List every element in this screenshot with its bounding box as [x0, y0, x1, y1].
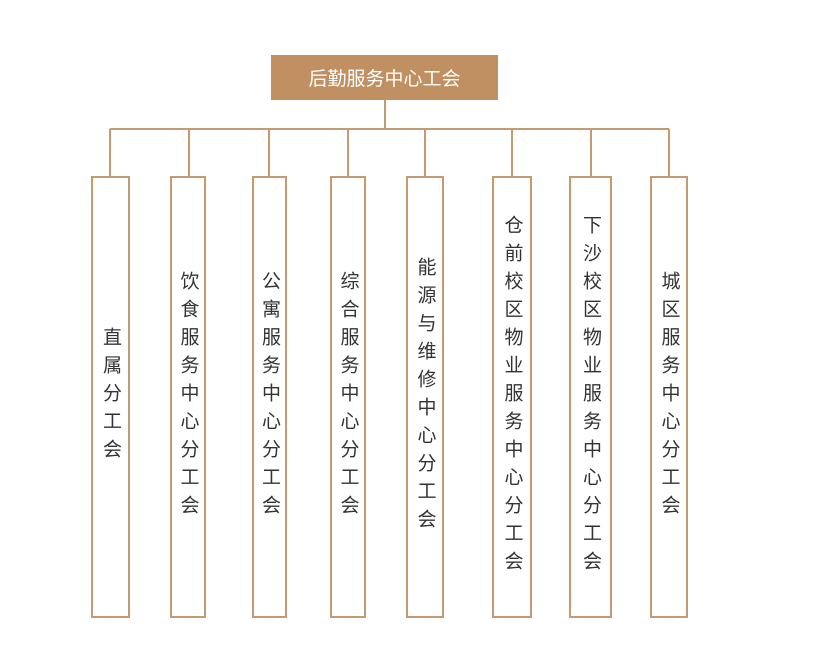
- child-node-4-label: 综合服务中心分工会: [337, 271, 360, 523]
- child-node-2-label: 饮食服务中心分工会: [177, 271, 200, 523]
- child-node-8: 城区服务中心分工会: [650, 176, 688, 618]
- root-node-label: 后勤服务中心工会: [308, 68, 461, 90]
- child-node-7-label: 下沙校区物业服务中心分工会: [580, 215, 602, 579]
- child-node-3: 公寓服务中心分工会: [252, 176, 287, 618]
- child-node-7: 下沙校区物业服务中心分工会: [569, 176, 612, 618]
- child-node-1-label: 直属分工会: [100, 327, 122, 467]
- child-node-4: 综合服务中心分工会: [330, 176, 366, 618]
- child-node-3-label: 公寓服务中心分工会: [259, 271, 281, 523]
- child-node-5: 能源与维修中心分工会: [406, 176, 444, 618]
- child-node-6: 仓前校区物业服务中心分工会: [492, 176, 532, 618]
- child-node-8-label: 城区服务中心分工会: [658, 271, 681, 523]
- root-node: 后勤服务中心工会: [271, 55, 498, 100]
- child-node-2: 饮食服务中心分工会: [170, 176, 206, 618]
- child-node-6-label: 仓前校区物业服务中心分工会: [501, 215, 524, 579]
- child-node-1: 直属分工会: [91, 176, 130, 618]
- child-node-5-label: 能源与维修中心分工会: [414, 257, 437, 537]
